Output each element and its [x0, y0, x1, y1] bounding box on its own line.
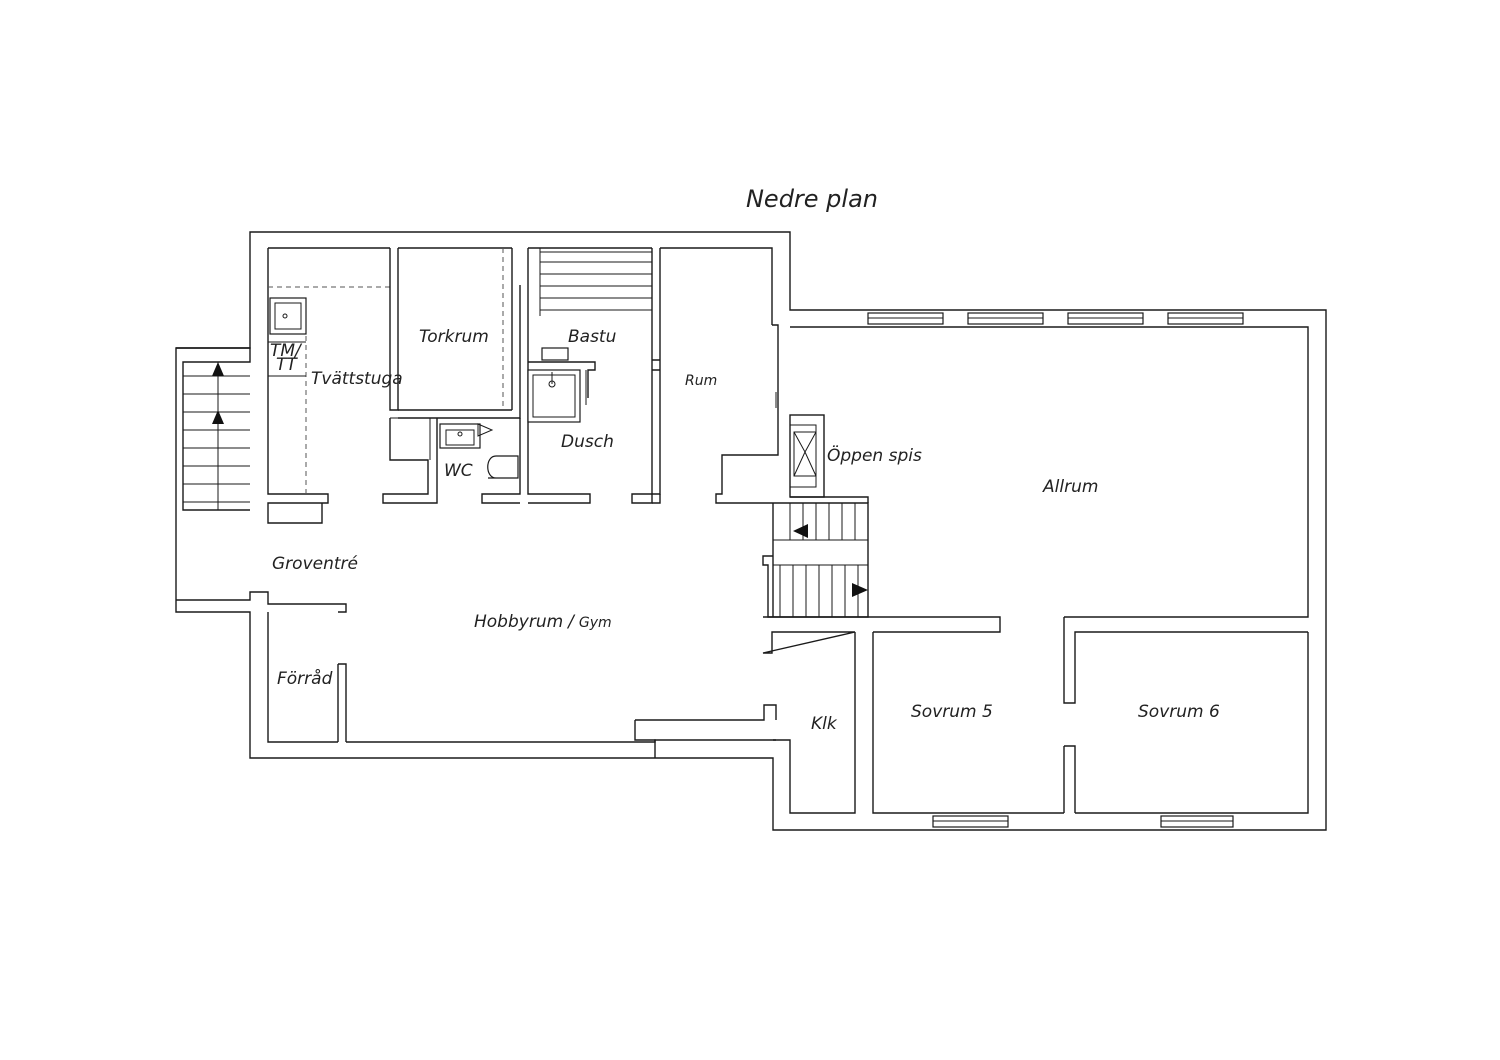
label-sovrum6: Sovrum 6: [1138, 702, 1220, 722]
wc-room: [382, 417, 521, 504]
label-bastu: Bastu: [568, 327, 617, 347]
label-tm: TM/: [270, 341, 303, 361]
label-tvattstuga: Tvättstuga: [311, 369, 403, 389]
sauna-shower: [527, 248, 652, 504]
label-oppen-spis: Öppen spis: [827, 444, 922, 466]
laundry-sink: [269, 297, 307, 335]
label-klk: Klk: [811, 714, 838, 734]
labels: Nedre plan TM/ TT Tvättstuga Torkrum Bas…: [270, 185, 1220, 734]
sauna-heater-icon: [541, 347, 569, 361]
label-allrum: Allrum: [1042, 477, 1098, 497]
entry-stair-left: [176, 347, 347, 613]
toilet-icon: [487, 455, 519, 479]
internal-stairs: [762, 502, 869, 618]
label-groventre: Groventré: [272, 554, 358, 574]
rum-room: [631, 248, 779, 504]
stair-arrow-up-icon: [212, 410, 224, 424]
label-sovrum5: Sovrum 5: [911, 702, 993, 722]
stair-arrow-up-icon: [212, 362, 224, 376]
shower-tray: [527, 369, 581, 423]
label-rum: Rum: [685, 373, 717, 389]
page-title: Nedre plan: [746, 185, 878, 213]
label-wc: WC: [444, 461, 473, 481]
label-dusch: Dusch: [561, 432, 614, 452]
lower-partitions: [337, 616, 1308, 813]
stair-arrow-right-icon: [852, 583, 868, 597]
label-tt: TT: [276, 355, 298, 375]
label-forrad: Förråd: [277, 668, 333, 689]
outer-walls: [175, 231, 1327, 831]
stair-arrow-left-icon: [793, 524, 808, 538]
label-hobbyrum: Hobbyrum/Gym: [474, 612, 612, 632]
fireplace: [789, 414, 869, 503]
windows: [867, 312, 1244, 828]
label-torkrum: Torkrum: [419, 327, 489, 347]
wc-sink: [439, 423, 481, 449]
laundry-room: [267, 248, 390, 524]
